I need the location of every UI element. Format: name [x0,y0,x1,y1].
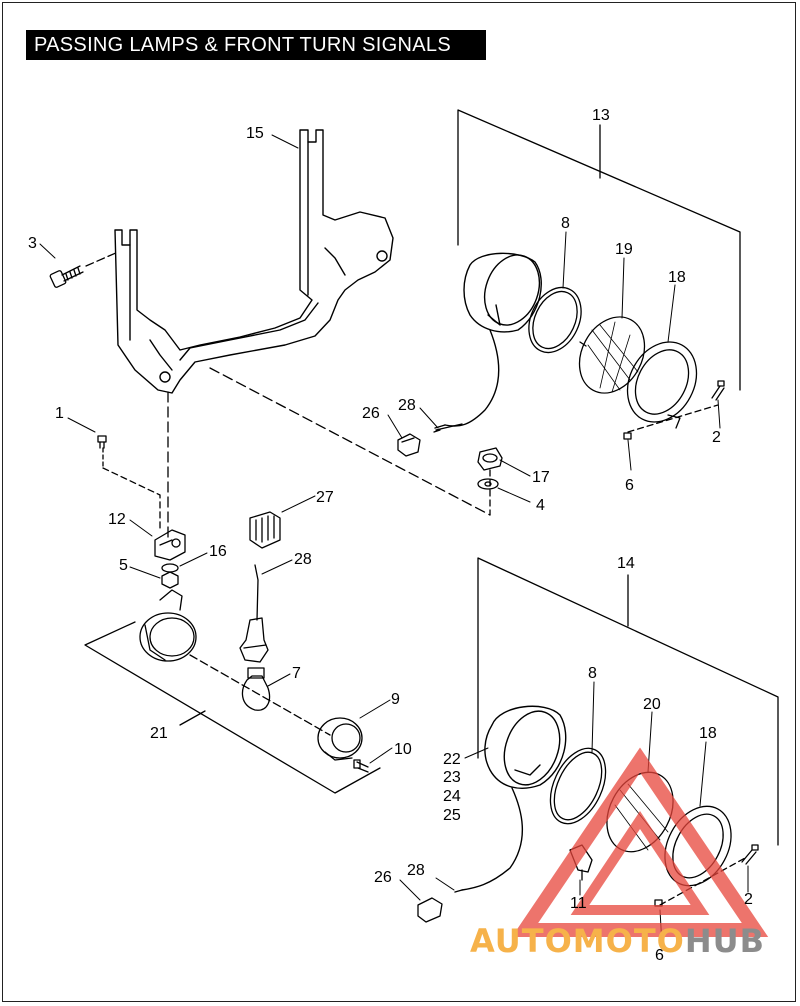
connector-26a [397,433,421,457]
leader-lines [39,134,749,946]
washer-16 [161,563,179,573]
callout-1: 1 [55,405,64,422]
sealed-beam-19 [578,316,646,394]
callout-23: 23 [443,769,461,786]
bracket-14 [477,557,779,846]
bracket-21 [84,621,381,794]
screw-2b [741,844,759,865]
washer-4 [477,478,499,490]
callout-18: 18 [668,269,686,286]
watermark-moto: MOTO [572,922,685,960]
screw-2a [711,380,725,401]
upper-lamp-housing [434,252,542,429]
watermark-hub: HUB [684,922,766,960]
trim-ring-18a [626,341,698,429]
callout-5: 5 [119,557,128,574]
callout-28: 28 [294,551,312,568]
callout-8: 8 [561,215,570,232]
wire-28b [433,423,463,433]
callout-26: 26 [374,869,392,886]
callout-16: 16 [209,543,227,560]
bracket-13 [457,109,741,391]
callout-2: 2 [744,891,753,908]
callout-10: 10 [394,741,412,758]
turn-signal-housing [139,589,197,662]
callout-labels: 15 3 1 12 5 16 27 28 7 9 10 21 13 8 19 1… [28,107,753,964]
callout-8: 8 [588,665,597,682]
callout-12: 12 [108,511,126,528]
socket-wire-28a [239,564,269,663]
page-title: PASSING LAMPS & FRONT TURN SIGNALS [26,30,486,60]
seal-ring-8b [549,747,607,825]
callout-26: 26 [362,405,380,422]
callout-9: 9 [391,691,400,708]
lens-9 [317,717,363,761]
callout-27: 27 [316,489,334,506]
seal-ring-8a [528,286,582,354]
callout-14: 14 [617,555,635,572]
screw-1 [97,435,107,449]
watermark-text: AUTOMOTOHUB [470,922,765,960]
callout-15: 15 [246,125,264,142]
callout-22: 22 [443,751,461,768]
callout-25: 25 [443,807,461,824]
connector-26b [417,897,443,923]
callout-28: 28 [398,397,416,414]
clamp-12 [154,529,186,561]
callout-6: 6 [625,477,634,494]
callout-4: 4 [536,497,545,514]
bolt-3 [49,251,119,288]
callout-7: 7 [292,665,301,682]
nut-5 [161,571,179,589]
callout-3: 3 [28,235,37,252]
callout-20: 20 [643,696,661,713]
callout-28: 28 [407,862,425,879]
watermark-logo-triangle [511,747,769,937]
callout-17: 17 [532,469,550,486]
mounting-bracket [114,129,394,394]
callout-19: 19 [615,241,633,258]
callout-24: 24 [443,788,461,805]
watermark-auto: AUTO [470,922,573,960]
callout-6: 6 [655,947,664,964]
callout-21: 21 [150,725,168,742]
callout-18: 18 [699,725,717,742]
bulb-7 [241,667,271,711]
grommet-17 [477,447,503,471]
callout-13: 13 [592,107,610,124]
callout-2: 2 [712,429,721,446]
nut-6a [623,432,632,440]
callout-11: 11 [570,895,587,912]
connector-27 [249,511,281,549]
screw-10 [353,759,369,773]
lower-lamp-housing [454,705,567,893]
